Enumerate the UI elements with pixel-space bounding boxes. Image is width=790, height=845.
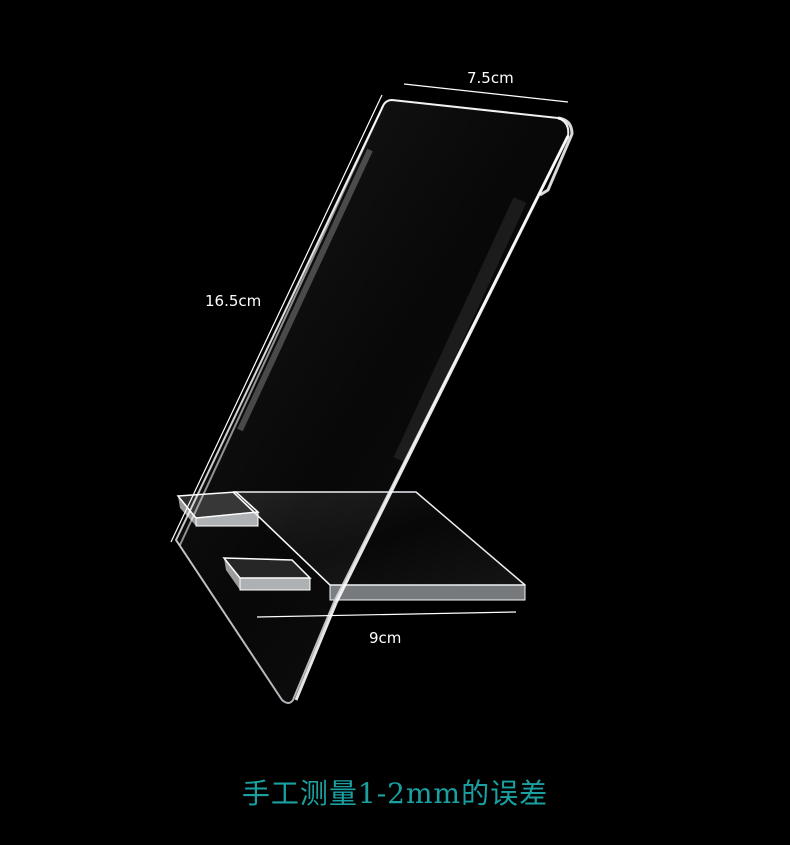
- dimension-line-height: [170, 94, 383, 543]
- stand-front-lip-lower: [222, 557, 312, 591]
- dimension-label-depth: 9cm: [369, 629, 402, 647]
- stand-back-plate: [175, 99, 574, 704]
- measurement-tolerance-caption: 手工测量1-2mm的误差: [241, 777, 549, 810]
- dimension-line-width: [403, 83, 569, 103]
- stand-front-lip-upper: [176, 491, 260, 527]
- dimension-line-depth: [256, 611, 517, 618]
- dimension-label-width: 7.5cm: [467, 69, 514, 87]
- dimension-label-height: 16.5cm: [205, 292, 262, 310]
